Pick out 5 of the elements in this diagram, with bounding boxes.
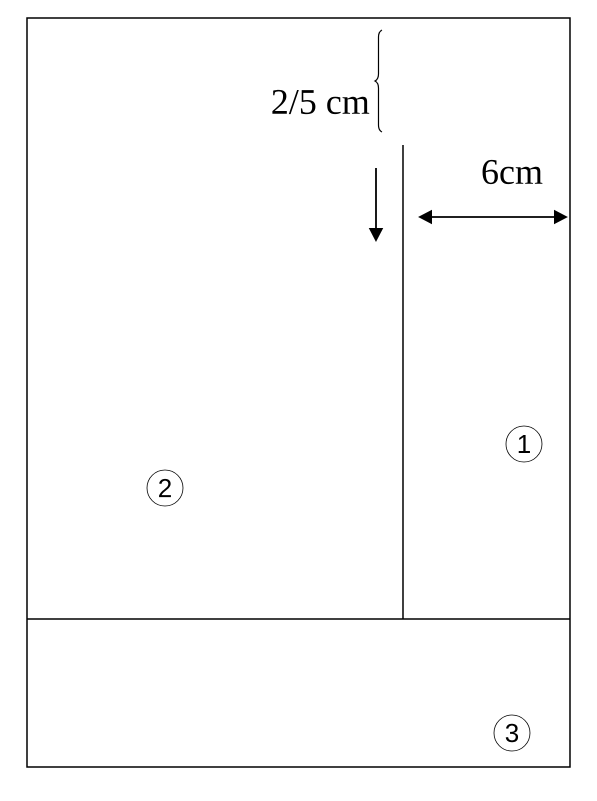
- dimension-label: 6cm: [482, 160, 542, 184]
- circled-number: 3: [494, 714, 530, 752]
- circled-number: 2: [146, 470, 184, 506]
- circled-number: 1: [506, 426, 542, 462]
- dimension-label: 2/5 cm: [272, 90, 370, 114]
